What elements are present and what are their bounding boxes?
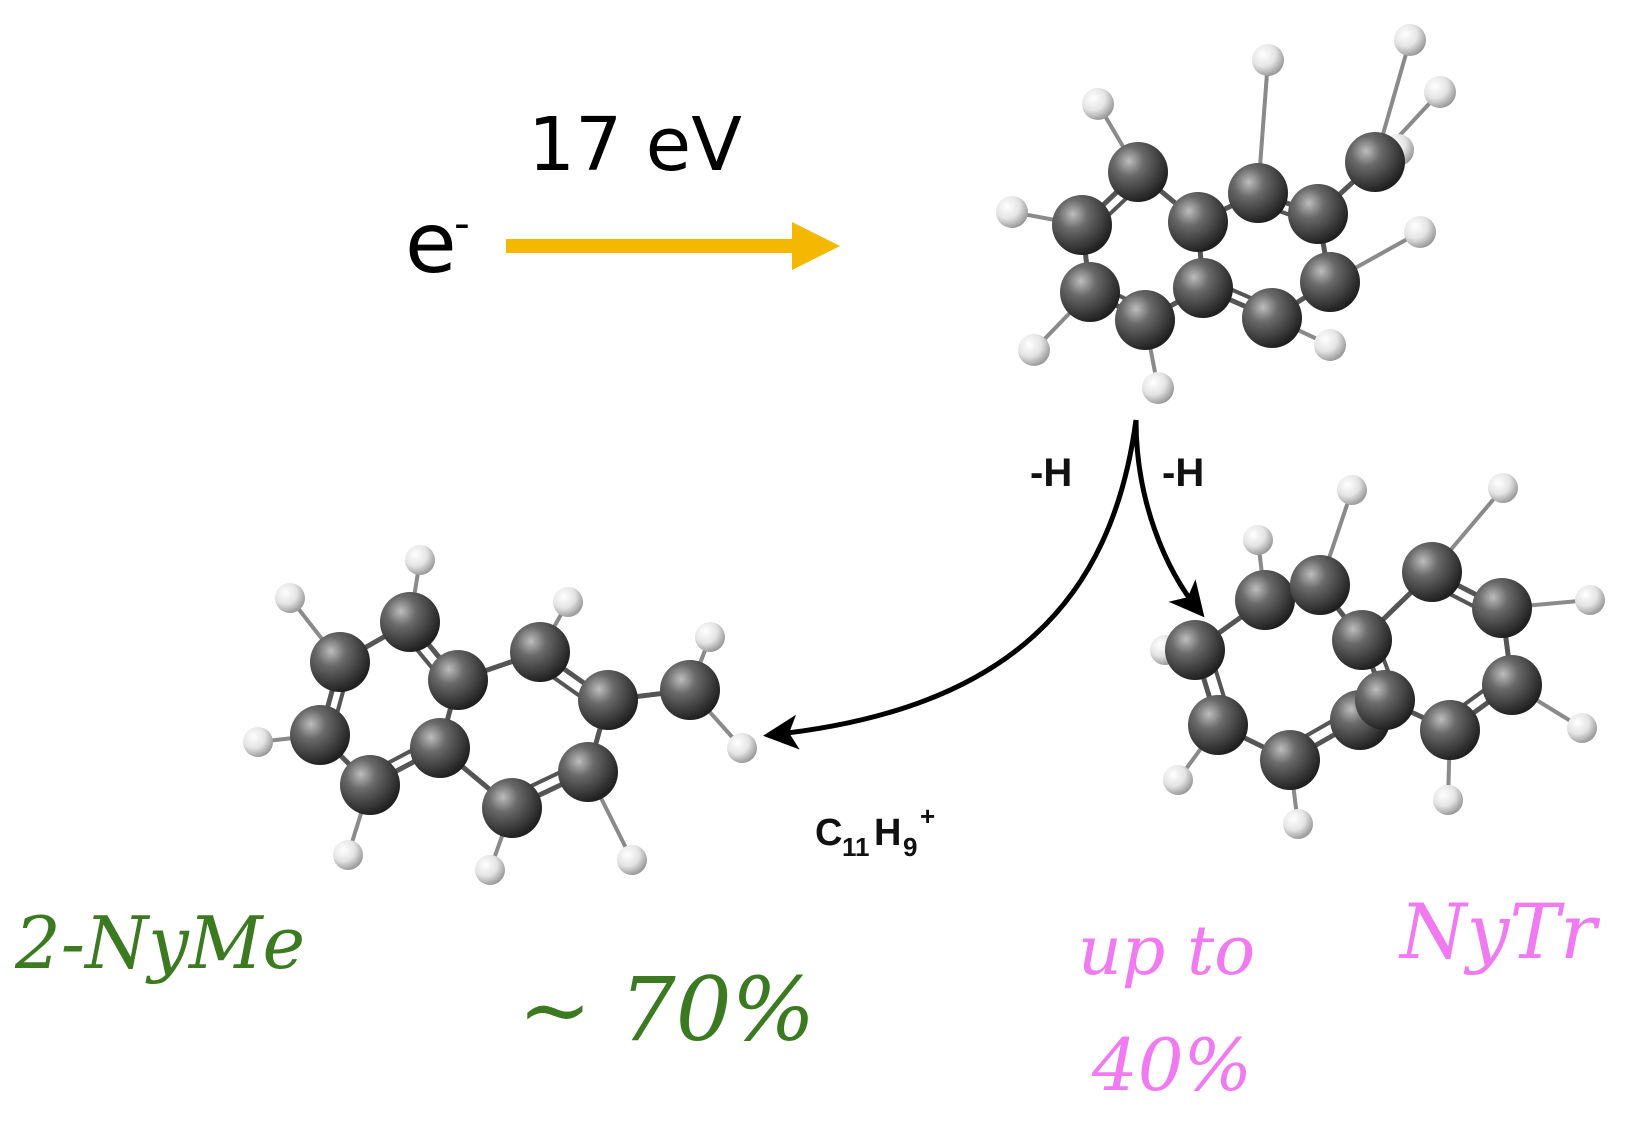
molecule-nytr-ball-and-stick [1150, 473, 1605, 839]
carbon-atom [1345, 132, 1405, 192]
hydrogen-atom [1163, 765, 1193, 795]
hydrogen-atom [553, 587, 583, 617]
electron-charge: - [454, 198, 470, 249]
energy-label: 17 eV [528, 102, 742, 188]
hydrogen-atom [1142, 372, 1174, 404]
arrow-to-2nyme [763, 419, 1139, 750]
product-labels: 2-NyMe ~ 70% NyTr up to 40% [14, 887, 1601, 1107]
carbon-atom [1228, 163, 1288, 223]
hydrogen-atom [617, 845, 647, 875]
carbon-atom [1173, 258, 1233, 318]
carbon-atom [1402, 542, 1462, 602]
carbon-atom [510, 622, 570, 682]
arrow-to-nytr [1133, 419, 1205, 618]
hydrogen-atom [1337, 475, 1367, 505]
hydrogen-atom [275, 583, 305, 613]
hydrogen-atom [1252, 44, 1284, 76]
carbon-atom [410, 718, 470, 778]
carbon-atom [1165, 620, 1225, 680]
carbon-atom [1482, 655, 1542, 715]
carbon-atom [1420, 700, 1480, 760]
h-loss-left: -H [1030, 451, 1072, 495]
formula-carbon: C [815, 812, 842, 854]
carbon-atom [1290, 555, 1350, 615]
reaction-arrows: -H -H [763, 419, 1205, 750]
carbon-atom [1300, 252, 1360, 312]
carbon-atom [310, 632, 370, 692]
carbon-atom [380, 592, 440, 652]
electron-arrow-head [792, 222, 840, 270]
left-product-name: 2-NyMe [14, 901, 305, 985]
hydrogen-atom [1567, 713, 1597, 743]
hydrogen-atom [1575, 585, 1605, 615]
carbon-atom [1188, 695, 1248, 755]
electron-beam: e - 17 eV [405, 102, 840, 292]
carbon-atom [1332, 610, 1392, 670]
hydrogen-atom [1394, 24, 1426, 56]
carbon-atom [1355, 670, 1415, 730]
carbon-atom [1288, 184, 1348, 244]
right-product-name: NyTr [1398, 887, 1601, 976]
hydrogen-atom [475, 855, 505, 885]
hydrogen-atom [1404, 216, 1436, 248]
carbon-atom [428, 650, 488, 710]
hydrogen-atom [695, 622, 725, 652]
carbon-atom [558, 742, 618, 802]
carbon-atom [1108, 142, 1168, 202]
carbon-atom [1472, 578, 1532, 638]
carbon-atom [578, 670, 638, 730]
hydrogen-atom [405, 545, 435, 575]
hydrogen-atom [727, 733, 757, 763]
hydrogen-atom [1283, 809, 1313, 839]
formula-hydrogen-count: 9 [903, 832, 917, 862]
formula-charge: + [920, 801, 935, 831]
hydrogen-atom [1488, 473, 1518, 503]
molecule-parent-ball-and-stick [996, 24, 1456, 404]
formula-carbon-count: 11 [842, 832, 870, 862]
carbon-atom [1260, 730, 1320, 790]
hydrogen-atom [1243, 525, 1273, 555]
hydrogen-atom [243, 727, 273, 757]
right-product-yield-line2: 40% [1091, 1023, 1252, 1107]
carbon-atom [1060, 262, 1120, 322]
carbon-atom [1168, 192, 1228, 252]
molecule-2nyme-ball-and-stick [243, 545, 757, 885]
h-loss-right: -H [1162, 451, 1204, 495]
right-product-yield-line1: up to [1078, 912, 1255, 991]
hydrogen-atom [996, 196, 1028, 228]
hydrogen-atom [1082, 88, 1114, 120]
hydrogen-atom [1433, 785, 1463, 815]
carbon-atom [1242, 288, 1302, 348]
left-product-yield: ~ 70% [518, 958, 815, 1061]
carbon-atom [340, 755, 400, 815]
electron-symbol: e [405, 194, 457, 292]
carbon-atom [1235, 570, 1295, 630]
hydrogen-atom [1018, 334, 1050, 366]
formula-hydrogen: H [874, 812, 901, 854]
carbon-atom [1115, 290, 1175, 350]
hydrogen-atom [1314, 329, 1346, 361]
carbon-atom [660, 660, 720, 720]
hydrogen-atom [333, 840, 363, 870]
formula-label: C 11 H 9 + [815, 801, 935, 862]
hydrogen-atom [1424, 76, 1456, 108]
carbon-atom [482, 778, 542, 838]
carbon-atom [1052, 195, 1112, 255]
carbon-atom [290, 705, 350, 765]
